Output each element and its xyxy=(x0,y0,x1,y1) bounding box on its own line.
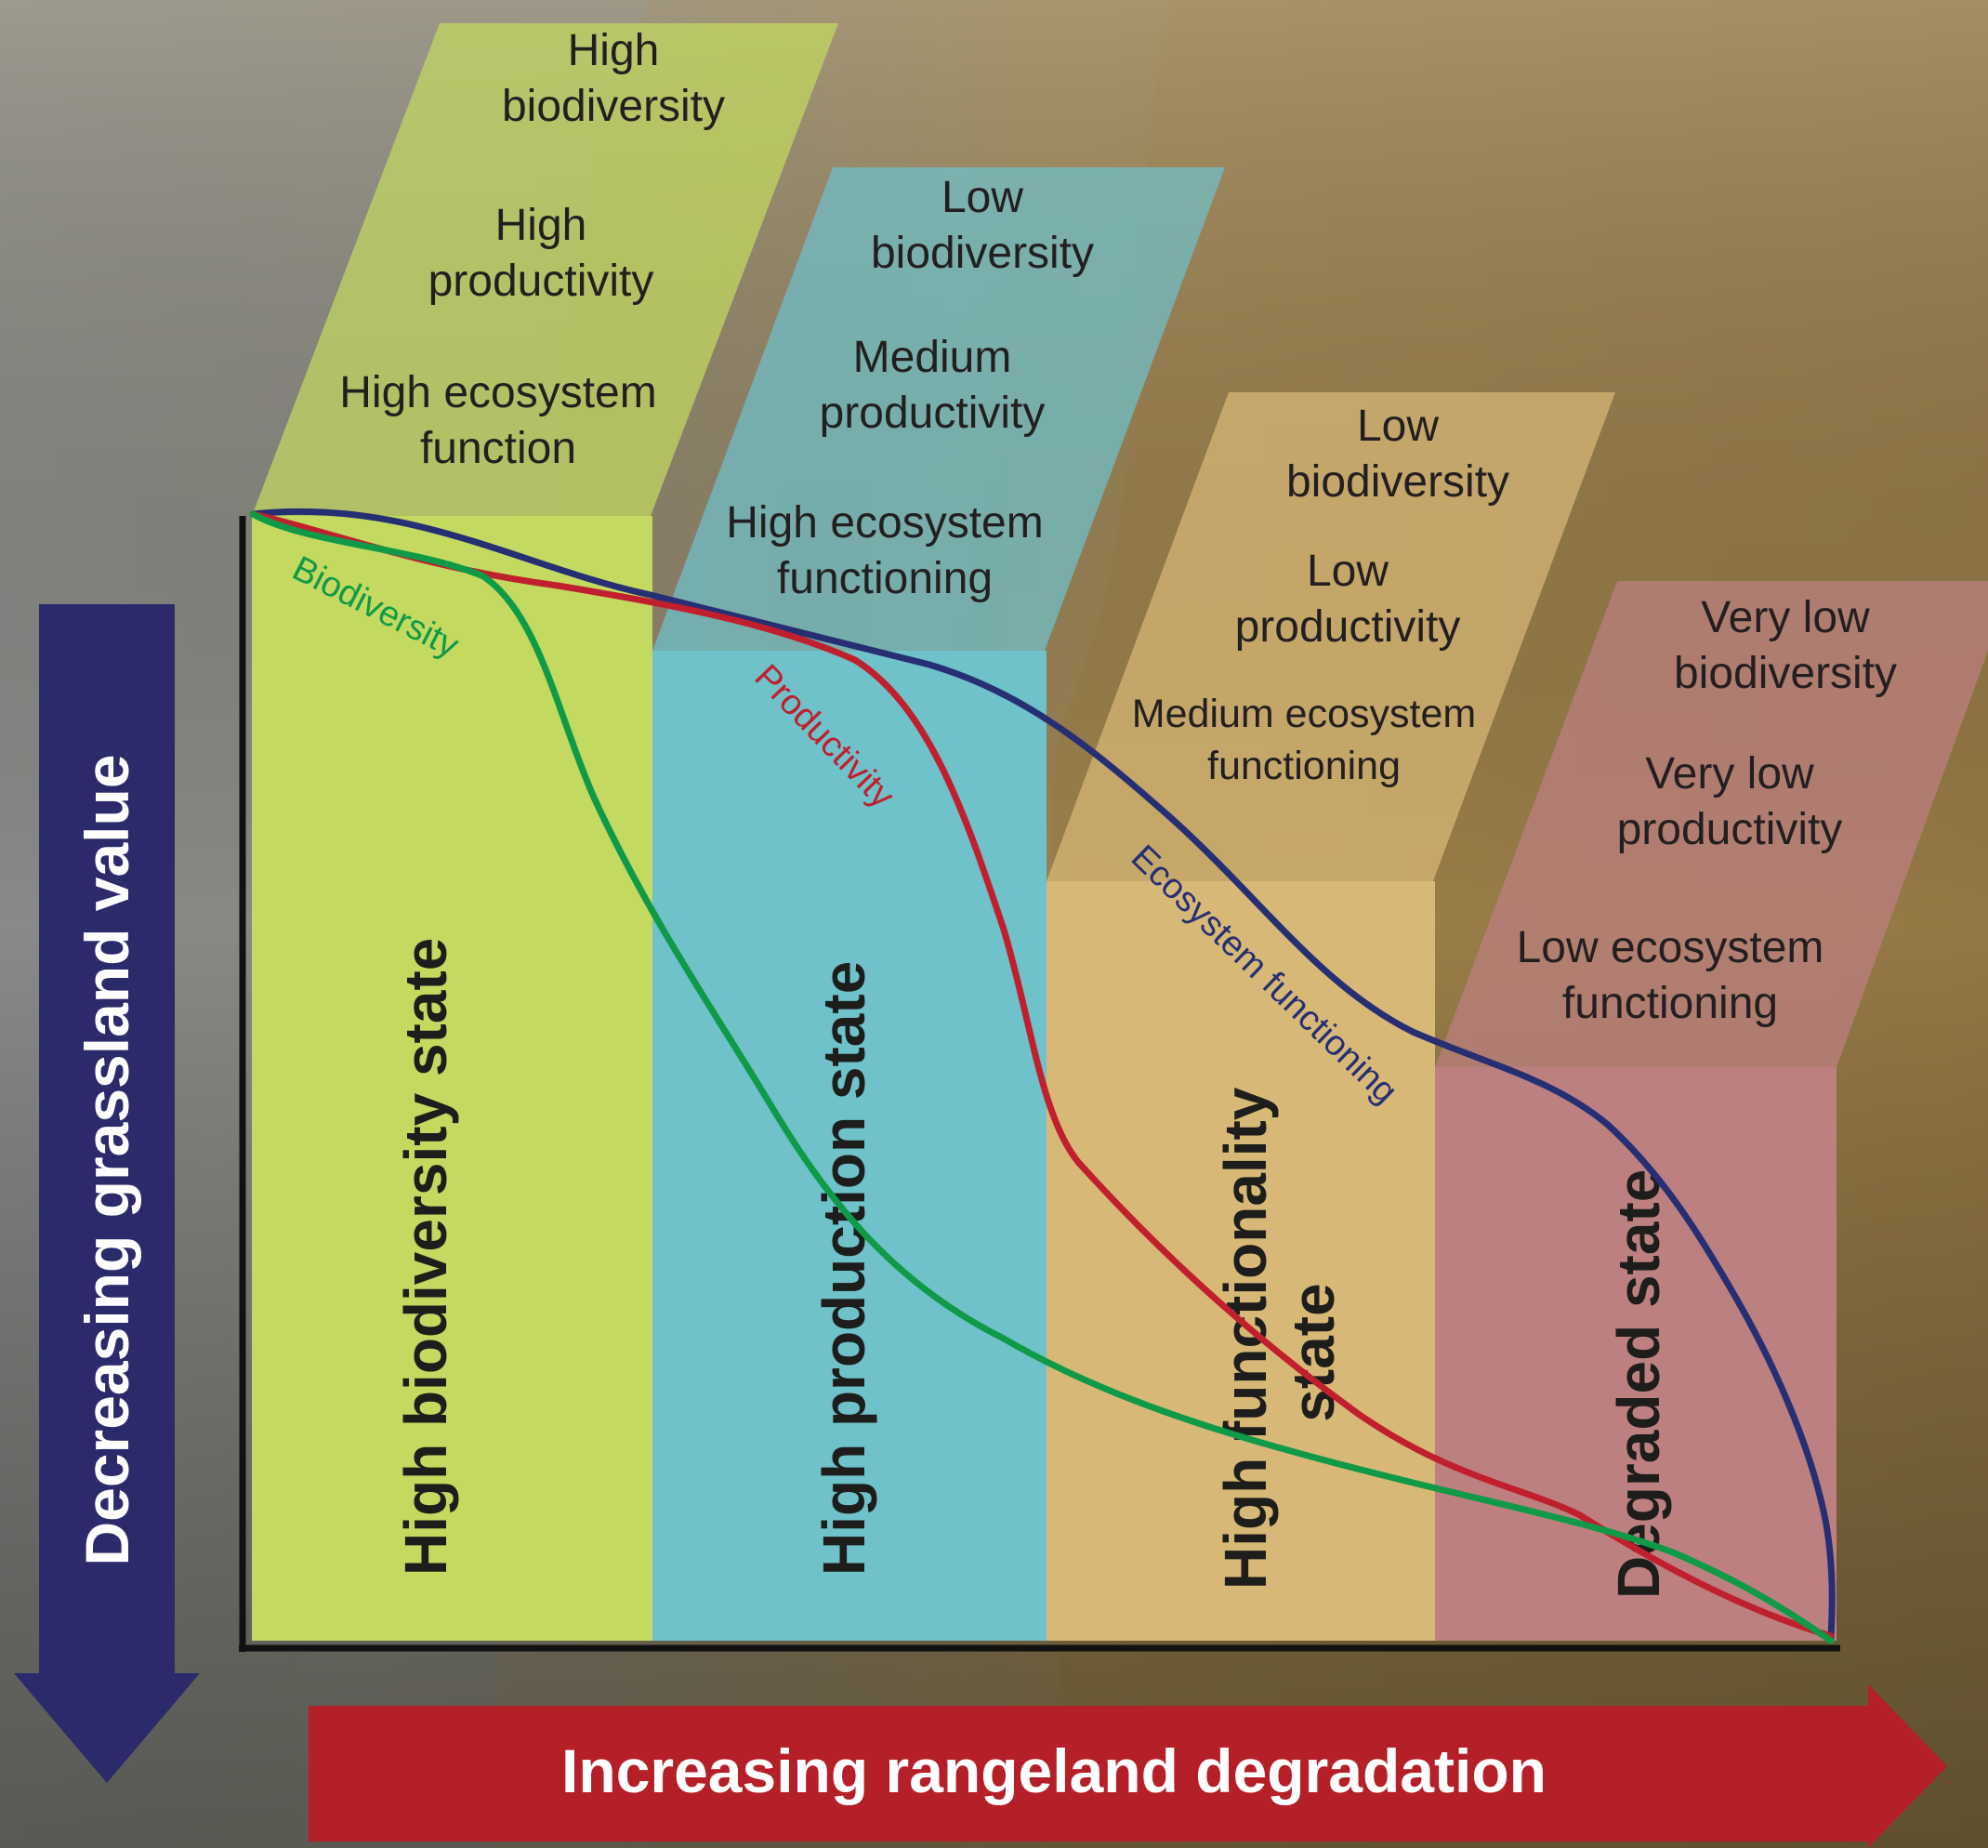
y-arrow: Decreasing grassland value xyxy=(14,604,200,1783)
state-name-4: Degraded state xyxy=(1605,1169,1672,1599)
curve-ecosystem-functioning xyxy=(249,508,1836,1644)
trait-3-line-5: Medium ecosystem xyxy=(1132,692,1476,736)
state-names: High biodiversity state High production … xyxy=(392,938,1672,1599)
trait-4-line-6: functioning xyxy=(1562,979,1778,1028)
trait-panel-state-1 xyxy=(252,23,838,516)
trait-panels xyxy=(252,23,1988,1067)
trait-3-line-2: biodiversity xyxy=(1286,457,1509,507)
trait-1-line-6: function xyxy=(420,424,576,473)
trait-4-line-1: Very low xyxy=(1701,593,1870,642)
trait-2-line-3: Medium xyxy=(853,333,1012,382)
trait-panel-state-2 xyxy=(652,167,1225,651)
curve-biodiversity xyxy=(249,510,1835,1644)
state-name-1: High biodiversity state xyxy=(392,938,459,1576)
state-bars xyxy=(252,516,1837,1641)
trait-panel-state-3 xyxy=(1047,392,1615,881)
trait-1-line-5: High ecosystem xyxy=(339,368,656,417)
trait-3-line-6: functioning xyxy=(1207,744,1401,788)
trait-2-line-2: biodiversity xyxy=(871,229,1094,278)
trait-2-line-4: productivity xyxy=(820,389,1046,438)
trait-2-line-5: High ecosystem xyxy=(726,498,1043,548)
trait-3-line-4: productivity xyxy=(1235,602,1461,652)
state-bar-2 xyxy=(652,651,1047,1641)
state-name-2: High production state xyxy=(810,961,877,1576)
y-arrow-label: Decreasing grassland value xyxy=(72,754,141,1565)
trait-3-line-3: Low xyxy=(1307,547,1389,596)
trait-texts-state-4: Very low biodiversity Very low productiv… xyxy=(1517,593,1897,1028)
x-arrow: Increasing rangeland degradation xyxy=(309,1684,1947,1848)
trait-1-line-2: biodiversity xyxy=(502,82,725,131)
x-arrow-label: Increasing rangeland degradation xyxy=(561,1736,1547,1805)
trait-1-line-4: productivity xyxy=(428,257,654,306)
trait-3-line-1: Low xyxy=(1357,402,1439,451)
axes xyxy=(239,516,1840,1652)
trait-texts-state-1: High biodiversity High productivity High… xyxy=(339,26,725,473)
trait-4-line-3: Very low xyxy=(1645,749,1814,799)
trait-texts-state-2: Low biodiversity Medium productivity Hig… xyxy=(726,173,1094,603)
trait-1-line-1: High xyxy=(568,26,660,75)
state-bar-1 xyxy=(252,516,652,1641)
curve-productivity xyxy=(249,510,1835,1640)
trait-4-line-2: biodiversity xyxy=(1674,649,1897,698)
trait-1-line-3: High xyxy=(495,201,587,250)
trait-2-line-1: Low xyxy=(941,173,1023,222)
trait-texts-state-3: Low biodiversity Low productivity Medium… xyxy=(1132,402,1509,788)
trait-4-line-5: Low ecosystem xyxy=(1517,923,1824,972)
trait-panel-state-4 xyxy=(1435,581,1988,1067)
curves xyxy=(249,508,1836,1644)
trait-4-line-4: productivity xyxy=(1617,805,1843,854)
state-name-3-line-1: High functionality xyxy=(1212,1087,1279,1590)
trait-2-line-6: functioning xyxy=(777,554,993,603)
